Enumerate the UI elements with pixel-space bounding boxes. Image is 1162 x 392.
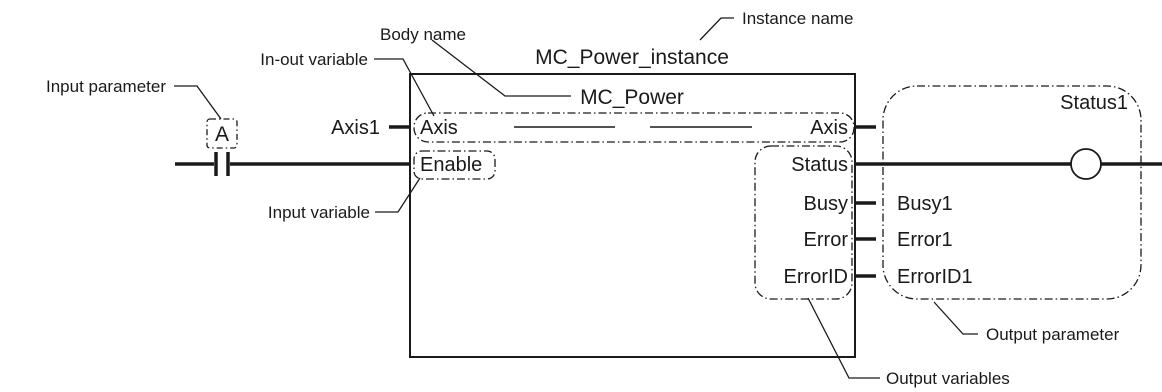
param-busy1: Busy1: [897, 193, 953, 215]
leader-input-parameter: [174, 85, 222, 120]
inout-variable-group: [413, 112, 855, 143]
leader-output-parameter: [933, 301, 978, 335]
callout-instance-name: Instance name: [742, 9, 854, 28]
pin-errorid: ErrorID: [784, 266, 848, 288]
callout-body-name: Body name: [380, 25, 466, 44]
param-error1: Error1: [897, 229, 953, 251]
leader-output-variables: [807, 297, 880, 379]
pin-stubs: [389, 125, 876, 278]
output-coil-icon: [1070, 148, 1102, 180]
pin-enable: Enable: [420, 154, 482, 176]
leader-instance-name: [699, 17, 734, 41]
contact-label-box: [206, 118, 238, 149]
param-axis1: Axis1: [331, 117, 380, 139]
function-block: [409, 73, 856, 358]
leader-inout-variable: [374, 58, 435, 117]
callout-output-parameter: Output parameter: [986, 325, 1120, 344]
pin-status: Status: [791, 154, 848, 176]
leader-body-name: [431, 39, 571, 97]
body-name: MC_Power: [580, 86, 684, 109]
pin-axis-out: Axis: [810, 117, 848, 139]
contact-label: A: [215, 123, 229, 146]
pin-axis-in: Axis: [420, 117, 458, 139]
callout-output-variables: Output variables: [886, 369, 1010, 388]
pin-error: Error: [804, 229, 849, 251]
dash-dot-groups: [413, 85, 1142, 300]
instance-name: MC_Power_instance: [535, 46, 729, 69]
output-parameter-group: [882, 85, 1142, 300]
ladder-rung: [175, 152, 1162, 176]
pin-busy: Busy: [804, 193, 848, 215]
callout-leaders: [174, 17, 978, 379]
callout-inout-variable: In-out variable: [260, 50, 368, 69]
param-status1: Status1: [1060, 92, 1128, 114]
callout-input-variable: Input variable: [268, 203, 370, 222]
output-variables-group: [754, 145, 853, 300]
callout-input-parameter: Input parameter: [46, 77, 166, 96]
input-variable-group: [413, 150, 496, 180]
leader-input-variable: [375, 177, 421, 213]
param-errorid1: ErrorID1: [897, 266, 973, 288]
